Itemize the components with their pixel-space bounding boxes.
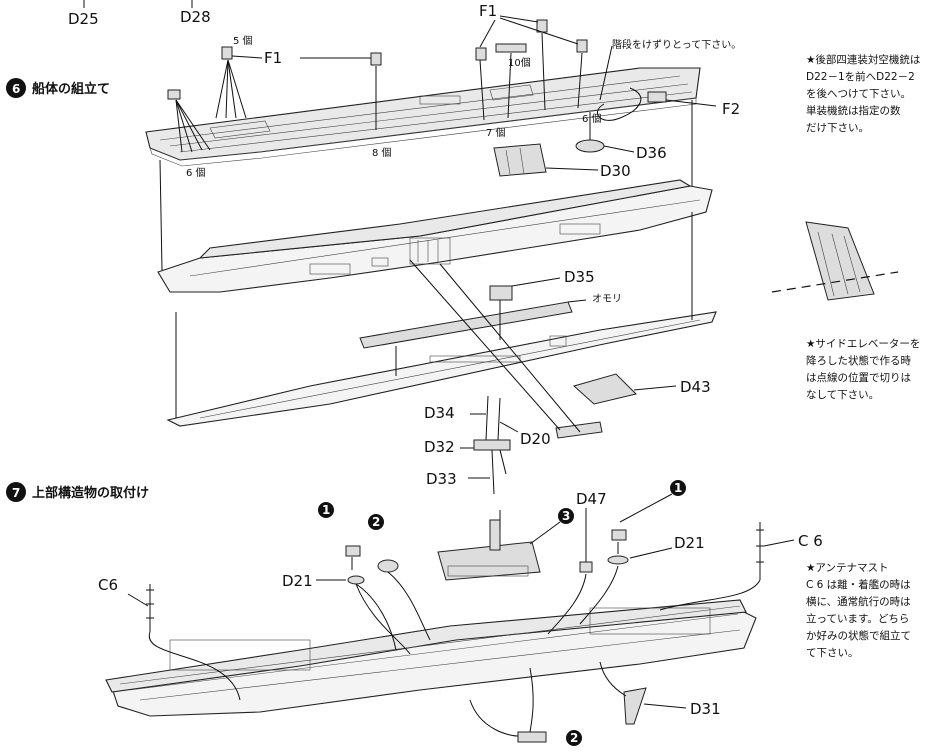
label-f1-top: F1 — [479, 2, 497, 20]
gun-parts-right — [579, 493, 673, 625]
callout-stairs: 階段をけずりとって下さい。 — [612, 38, 741, 51]
step-6-number: 6 — [12, 82, 20, 96]
d36-part — [575, 112, 635, 153]
callout-2-a: 2 — [368, 514, 384, 530]
d47-part — [547, 508, 593, 635]
qty-5: 5 個 — [233, 34, 253, 47]
f2-part — [597, 87, 717, 121]
qty-8: 8 個 — [372, 146, 392, 159]
qty-6a: 6 個 — [186, 166, 206, 179]
label-omori: オモリ — [592, 293, 622, 305]
d43-part — [555, 373, 677, 439]
label-d43: D43 — [680, 378, 711, 396]
callout-1-a: 1 — [318, 502, 334, 518]
svg-text:2: 2 — [372, 515, 380, 529]
step-6-badge — [6, 78, 26, 98]
propeller-shafts — [460, 395, 519, 495]
c6-left-mast — [127, 584, 241, 701]
label-d30: D30 — [600, 162, 631, 180]
d30-part — [493, 143, 599, 177]
note-aa-guns: ★後部四連装対空機銃は D22－1を前へD22－2 を後へつけて下さい。 単装機… — [806, 54, 921, 134]
svg-text:3: 3 — [562, 509, 570, 523]
step-6-title: 船体の組立て — [32, 81, 110, 97]
label-d21-right: D21 — [674, 534, 705, 552]
note-elevator: ★サイドエレベーターを 降ろした状態で作る時 は点線の位置で切りは なして下さい… — [806, 338, 921, 401]
label-d28: D28 — [180, 8, 211, 26]
carrier-assembled — [105, 510, 757, 717]
label-c6-left: C6 — [98, 576, 118, 594]
label-d34: D34 — [424, 404, 455, 422]
label-d31: D31 — [690, 700, 721, 718]
label-d32: D32 — [424, 438, 455, 456]
label-c6-right: C 6 — [798, 532, 823, 550]
svg-text:2: 2 — [570, 731, 578, 745]
step-6-heading: 6 船体の組立て — [6, 78, 110, 98]
svg-text:1: 1 — [322, 503, 330, 517]
callout-2-b: 2 — [469, 667, 582, 746]
label-d47: D47 — [576, 490, 607, 508]
step-7-number: 7 — [12, 486, 20, 500]
qty-7: 7 個 — [486, 126, 506, 139]
label-d20: D20 — [520, 430, 551, 448]
upper-hull-part — [157, 179, 713, 293]
f1-parts-left — [167, 46, 382, 153]
flight-deck-part — [145, 67, 701, 167]
lower-hull-part — [166, 311, 717, 427]
label-d35: D35 — [564, 268, 595, 286]
label-f2: F2 — [722, 100, 740, 118]
step-7-heading: 7 上部構造物の取付け — [6, 482, 149, 502]
label-f1-left: F1 — [264, 49, 282, 67]
weight-part — [359, 299, 587, 349]
d35-part — [489, 277, 561, 301]
qty-10: 10個 — [508, 56, 531, 69]
gun-parts-left — [316, 545, 431, 655]
qty-6b: 6 個 — [582, 112, 602, 125]
label-d33: D33 — [426, 470, 457, 488]
side-elevator-detail — [771, 221, 899, 301]
step-7-title: 上部構造物の取付け — [32, 485, 149, 501]
d31-part — [599, 661, 687, 725]
svg-text:1: 1 — [674, 481, 682, 495]
f1-parts-top — [475, 15, 588, 121]
step-7-badge — [6, 482, 26, 502]
label-d36: D36 — [636, 144, 667, 162]
c6-right-mast — [659, 522, 795, 611]
callout-1-b: 1 — [670, 480, 686, 496]
label-d21-left: D21 — [282, 572, 313, 590]
label-d25: D25 — [68, 10, 99, 28]
callout-3: 3 — [558, 508, 574, 524]
note-antenna: ★アンテナマスト C 6 は離・着艦の時は 横に、通常航行の時は 立っています。… — [806, 562, 911, 659]
